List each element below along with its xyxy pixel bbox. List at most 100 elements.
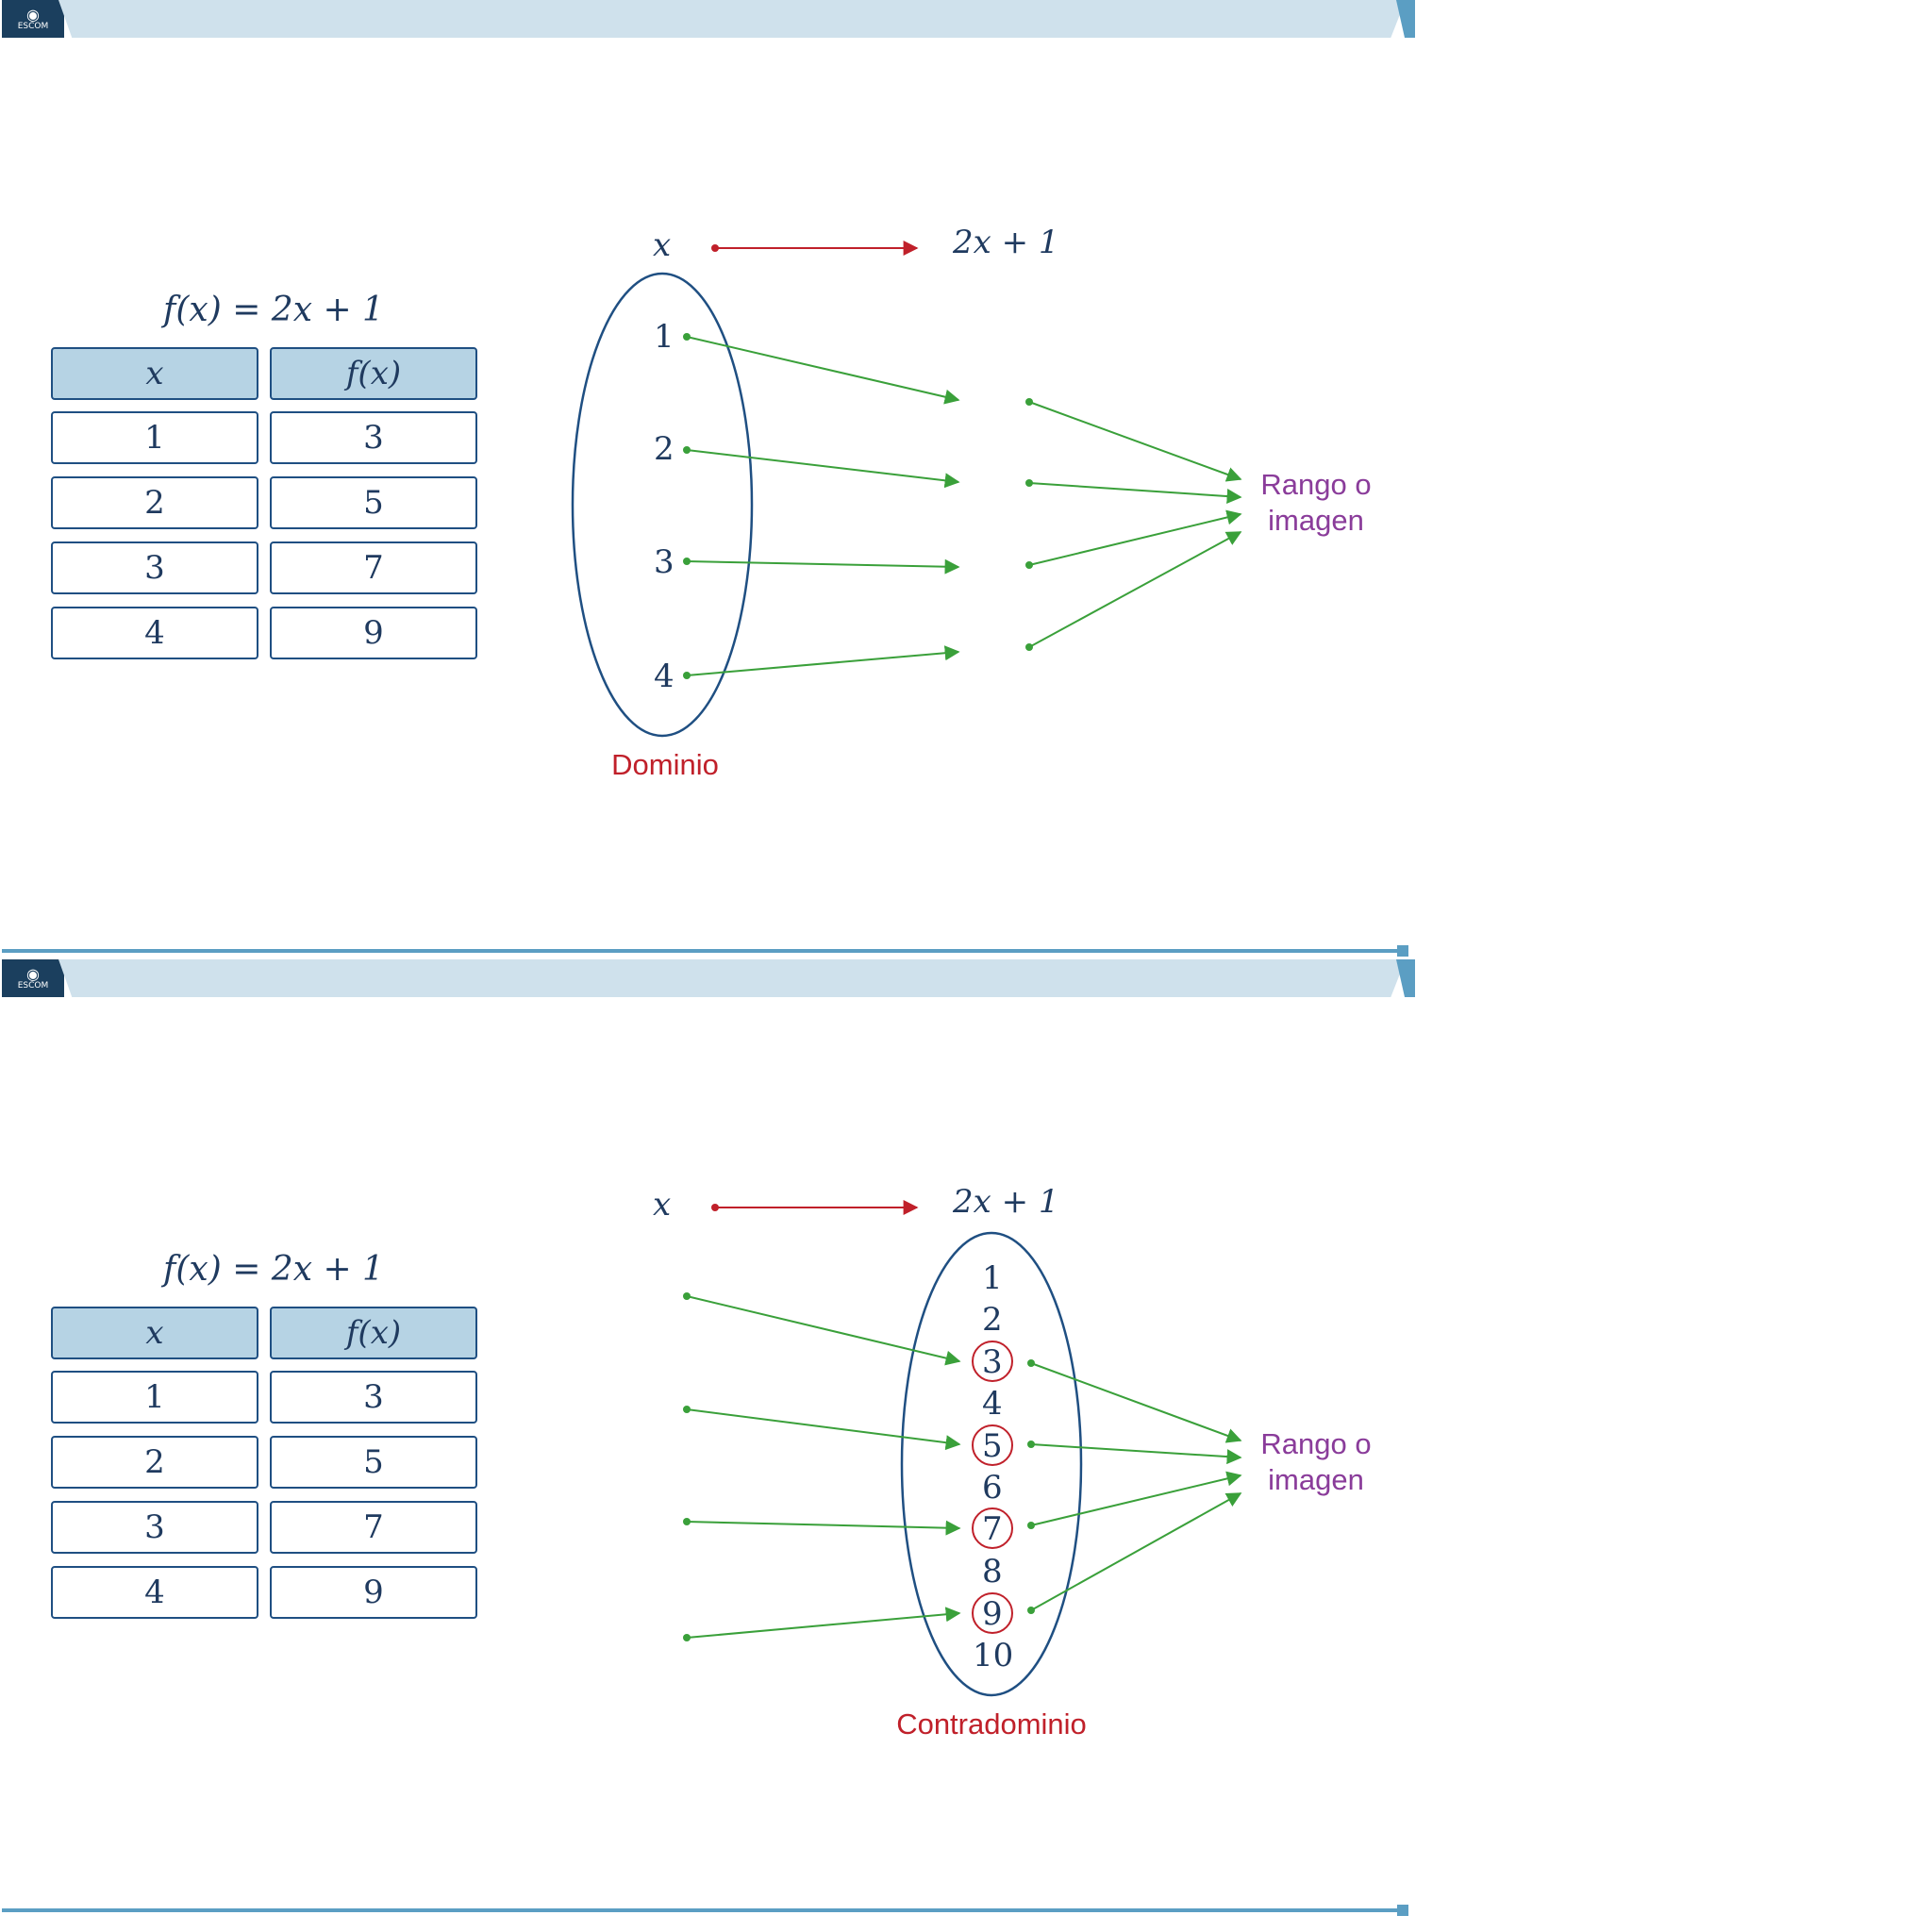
range-arrow-2 [1030,1443,1242,1465]
arrow-3 [686,1520,961,1536]
table-cell: 3 [270,411,477,464]
domain-ellipse [571,272,754,738]
codomain-value: 8 [982,1553,1003,1591]
dot [1025,643,1033,651]
arrow-dot [711,1204,719,1211]
range-arrow-2 [1028,482,1242,505]
mapping-fx-label: 2x + 1 [953,1183,1059,1221]
dot [1027,1522,1035,1529]
dot [683,1518,691,1525]
codomain-value: 5 [982,1427,1003,1465]
slide-2: ◉ESCOM f(x) = 2x + 1 x f(x) 1 3 2 5 3 7 … [0,959,1415,1922]
arrow-1 [686,336,960,405]
range-label: Rango o imagen [1236,467,1396,539]
table-cell: 9 [270,1566,477,1619]
table-cell: 3 [51,541,258,594]
dot [1025,398,1033,406]
codomain-value: 10 [973,1637,1014,1674]
codomain-value: 1 [982,1259,1003,1297]
domain-value: 2 [654,430,675,468]
table-header-x: x [51,347,258,400]
dot [683,1634,691,1641]
arrow-dot [711,244,719,252]
codomain-ellipse [900,1231,1083,1697]
range-arrow-4 [1030,1492,1242,1611]
table-header-x: x [51,1307,258,1359]
codomain-value: 9 [982,1595,1003,1633]
table-cell: 2 [51,476,258,529]
header-band [58,959,1406,997]
highlight-circle [972,1592,1013,1634]
range-arrow-3 [1030,1471,1242,1526]
footer-square [1397,1905,1408,1916]
dot [683,446,691,454]
footer-line [2,949,1403,953]
table-cell: 1 [51,411,258,464]
table-cell: 5 [270,476,477,529]
dot [683,1406,691,1413]
domain-label: Dominio [611,748,719,781]
table-cell: 2 [51,1436,258,1489]
range-arrow-3 [1028,509,1242,566]
dot [1027,1359,1035,1367]
range-arrow-1 [1028,401,1242,482]
mapping-diagram [683,1200,1242,1697]
arrow-1 [686,1295,961,1366]
dot [1027,1441,1035,1448]
header-band [58,0,1406,38]
table-cell: 3 [51,1501,258,1554]
table-cell: 1 [51,1371,258,1424]
arrow-2 [686,449,960,489]
range-label-line1: Rango o [1260,468,1372,501]
range-arrow-4 [1028,531,1242,648]
arrow-2 [686,1408,961,1451]
highlight-circle [972,1424,1013,1466]
codomain-label: Contradominio [896,1707,1087,1740]
table-cell: 5 [270,1436,477,1489]
dot [683,558,691,565]
range-label-line2: imagen [1268,504,1364,537]
table-cell: 9 [270,607,477,659]
slide-1: ◉ESCOM f(x) = 2x + 1 x f(x) 1 3 2 5 3 7 … [0,0,1415,962]
domain-value: 4 [654,658,675,695]
arrow-4 [686,645,960,676]
dot [1025,561,1033,569]
table-cell: 3 [270,1371,477,1424]
header-bar: ◉ESCOM [0,0,1415,38]
domain-value: 1 [654,318,675,356]
table-header-fx: f(x) [270,1307,477,1359]
mapping-x-label: x [653,1186,672,1224]
highlight-circle [972,1507,1013,1549]
codomain-value: 7 [982,1510,1003,1548]
dot [1027,1607,1035,1614]
table-cell: 7 [270,1501,477,1554]
dot [683,672,691,679]
function-title: f(x) = 2x + 1 [163,291,384,329]
eye-logo-icon: ◉ESCOM [2,0,64,38]
footer-square [1397,945,1408,957]
mapping-diagram [571,241,1242,738]
function-title: f(x) = 2x + 1 [163,1250,384,1289]
table-cell: 4 [51,607,258,659]
arrow-4 [686,1607,961,1639]
domain-value: 3 [654,543,675,581]
mapping-fx-label: 2x + 1 [953,224,1059,261]
range-label-line1: Rango o [1260,1427,1372,1460]
dot [683,1292,691,1300]
range-label: Rango o imagen [1236,1426,1396,1498]
codomain-value: 6 [982,1469,1003,1507]
table-cell: 7 [270,541,477,594]
codomain-value: 3 [982,1343,1003,1381]
table-cell: 4 [51,1566,258,1619]
range-label-line2: imagen [1268,1463,1364,1496]
codomain-value: 2 [982,1301,1003,1339]
table-header-fx: f(x) [270,347,477,400]
header-bar: ◉ESCOM [0,959,1415,997]
mapping-x-label: x [653,226,672,264]
footer-line [2,1908,1403,1912]
highlight-circle [972,1341,1013,1382]
range-arrow-1 [1030,1362,1242,1443]
arrow-3 [686,558,960,575]
dot [1025,479,1033,487]
dot [683,333,691,341]
